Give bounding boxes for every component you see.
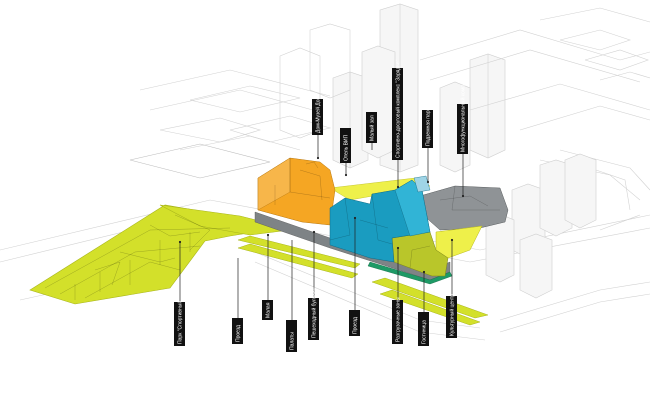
svg-text:Пешеходный бульвар: Пешеходный бульвар [311, 287, 318, 338]
building-complex [254, 157, 509, 285]
label-tag: Пешеходный бульвар [308, 287, 319, 340]
svg-text:Подземная парковка: Подземная парковка [426, 97, 432, 146]
label-tag: Палаты [286, 320, 297, 352]
label-tag: Проезд [349, 310, 360, 336]
label-tag: Отель ВИП [340, 128, 351, 163]
svg-text:Проезд: Проезд [353, 317, 359, 334]
svg-text:Палаты: Палаты [290, 332, 296, 350]
label-tag: Дом-Музей Дом [312, 96, 323, 135]
svg-text:Малый зал: Малый зал [369, 115, 376, 141]
bottom-labels: Парк "Спортивный" Проезд Малая Палаты Пе… [174, 287, 457, 352]
olive-block [391, 231, 449, 277]
label-tag: Парк "Спортивный" [174, 299, 185, 346]
label-tag: Малая [262, 300, 273, 320]
grey-block [419, 185, 509, 231]
svg-text:Дом-Музей Дом: Дом-Музей Дом [315, 96, 322, 133]
label-tag: Проезд [232, 318, 243, 344]
label-tag: Спортивно-досуговый комплекс "Зарядье" [392, 59, 403, 160]
svg-text:Спортивно-досуговый комплекс ": Спортивно-досуговый комплекс "Зарядье" [395, 59, 402, 158]
label-tag: Многофункциональный комплекс [457, 74, 468, 154]
label-tag: Разгрузочные зоны [392, 297, 403, 344]
svg-text:Парк "Спортивный": Парк "Спортивный" [177, 299, 184, 344]
svg-text:Гостиница: Гостиница [422, 320, 428, 344]
svg-text:Культурный центр: Культурный центр [449, 294, 456, 336]
label-tag: Культурный центр [446, 294, 457, 338]
svg-text:Многофункциональный комплекс: Многофункциональный комплекс [460, 74, 467, 152]
svg-text:Отель ВИП: Отель ВИП [344, 134, 350, 161]
park-zone [29, 204, 291, 305]
label-tag: Подземная парковка [422, 97, 433, 148]
label-tag: Малый зал [366, 112, 377, 143]
label-tag: Гостиница [418, 312, 429, 346]
svg-text:Разгрузочные зоны: Разгрузочные зоны [396, 297, 402, 342]
top-labels: Дом-Музей Дом Отель ВИП Малый зал Спорти… [312, 59, 468, 163]
svg-text:Малая: Малая [266, 302, 272, 318]
leader-lines [178, 135, 465, 320]
svg-text:Проезд: Проезд [236, 325, 242, 342]
